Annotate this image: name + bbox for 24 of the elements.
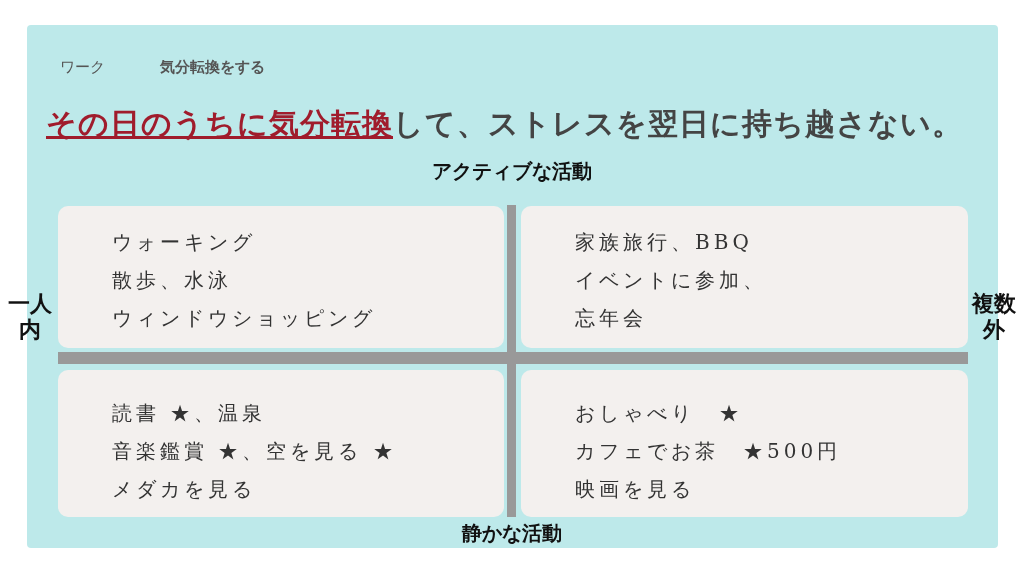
quadrant-card bbox=[521, 206, 968, 348]
activity-text: 映画を見る bbox=[575, 476, 696, 503]
activity-text: 音楽鑑賞 ★、空を見る ★ bbox=[112, 438, 398, 465]
activity-text: おしゃべり ★ bbox=[575, 400, 744, 427]
activity-text: 散歩、水泳 bbox=[112, 267, 233, 294]
activity-text: イベントに参加、 bbox=[575, 267, 768, 294]
activity-text: 忘年会 bbox=[575, 305, 648, 332]
axis-label: 静かな活動 bbox=[462, 521, 562, 545]
activity-text: ウォーキング bbox=[112, 229, 257, 256]
activity-text: カフェでお茶 ★500円 bbox=[575, 438, 843, 465]
section-label: ワーク bbox=[60, 58, 105, 77]
activity-text: メダカを見る bbox=[112, 476, 257, 503]
section-title: 気分転換をする bbox=[160, 58, 265, 77]
activity-text: ウィンドウショッピング bbox=[112, 305, 377, 332]
axis-label: 複数外 bbox=[970, 290, 1017, 342]
headline-highlight: その日のうちに気分転換 bbox=[46, 105, 393, 143]
activity-text: 読書 ★、温泉 bbox=[112, 400, 268, 427]
quadrant-card bbox=[58, 206, 504, 348]
axis-label: 一人内 bbox=[7, 290, 53, 342]
quadrant-card bbox=[521, 370, 968, 517]
headline-text: して、ストレスを翌日に持ち越さない。 bbox=[393, 105, 963, 143]
axis-label: アクティブな活動 bbox=[432, 159, 592, 183]
activity-text: 家族旅行、BBQ bbox=[575, 229, 754, 256]
quadrant-card bbox=[58, 370, 504, 517]
